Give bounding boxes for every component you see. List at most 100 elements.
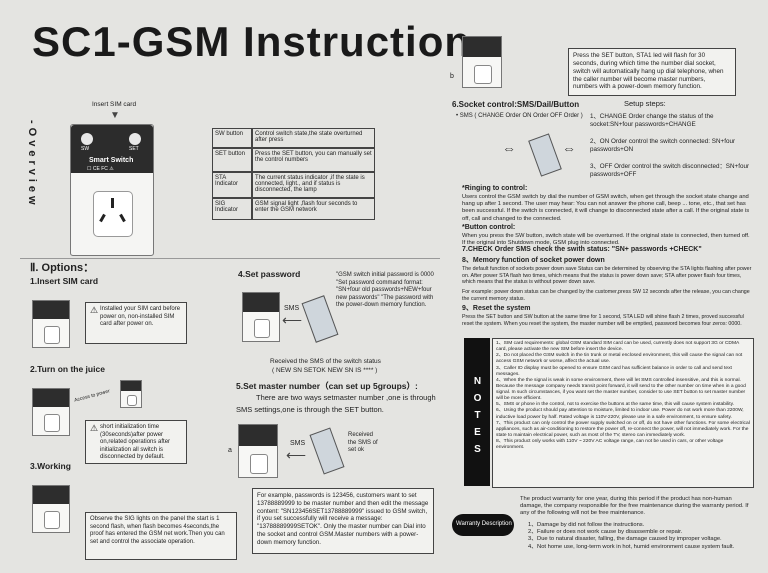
table-row: SIG Indicator GSM signal light ,flash fo… <box>212 198 375 220</box>
notes-box: 1、SIM card requirements: global GSM stan… <box>492 338 754 488</box>
set-password-heading: 4.Set password <box>238 269 301 279</box>
table-desc: Press the SET button, you can manually s… <box>252 148 375 172</box>
note-item: 6、Using the product should pay attention… <box>496 408 744 420</box>
master-heading: 5.Set master number（can set up 5groups）: <box>236 381 418 391</box>
note-item: 4、When the the signal is weak in some en… <box>496 377 746 402</box>
step1-heading: 1.Insert SIM card <box>30 276 99 286</box>
device-step2 <box>32 388 70 436</box>
step3-heading: 3.Working <box>30 461 71 471</box>
table-desc: The current status indicator ,if the sta… <box>252 172 375 198</box>
sec6-step3: 3、OFF Order control the switch disconnec… <box>590 163 750 178</box>
overview-label: -Overview <box>26 120 38 209</box>
note-item: 8、This product only works with 110V ~ 22… <box>496 439 724 451</box>
note-item: 5、SMS or phone in the control, not to ex… <box>496 402 735 408</box>
b-text: Press the SET button, STA1 led will flas… <box>573 52 724 91</box>
set-password-text: "GSM switch initial password is 0000 "Se… <box>336 272 434 308</box>
table-desc: GSM signal light ,flash four seconds to … <box>252 198 375 220</box>
arrow-down-icon: ▼ <box>110 110 120 121</box>
step1-note-box: ⚠ Installed your SIM card before power o… <box>85 302 187 344</box>
step2-note-box: ⚠ short initialization time (30seconds)a… <box>85 420 187 464</box>
sec8-text: The default function of sockets power do… <box>462 266 752 286</box>
device-b <box>462 36 502 88</box>
sec7-heading: 7.CHECK Order SMS check the swith status… <box>462 246 702 253</box>
master-receive: Received the SMS of set ok <box>348 432 378 453</box>
master-text1: There are two ways setmaster number ,one… <box>256 393 436 402</box>
phone-icon <box>309 427 345 475</box>
note-item: 2、Do not placed the GSM switch in the ti… <box>496 353 743 365</box>
warranty-label: Warranty Description <box>456 521 512 527</box>
sec8-heading: 8、Memory function of socket power down <box>462 257 605 264</box>
sms-line: • SMS ( CHANGE Order ON Order OFF Order … <box>456 113 583 119</box>
note-item: 1、SIM card requirements: global GSM stan… <box>496 341 740 353</box>
arrow-left-icon: ⟵ <box>286 447 307 463</box>
warranty-badge: Warranty Description <box>452 514 514 536</box>
ringing-text: Users control the GSM switch by dial the… <box>462 194 750 222</box>
sms-label: SMS <box>284 305 300 312</box>
step2-note: short initialization time (30seconds)aft… <box>100 424 171 460</box>
device-master <box>238 424 278 478</box>
step1-note: Installed your SIM card before power on,… <box>100 306 181 327</box>
setup-steps-label: Setup steps: <box>624 99 666 108</box>
sec6-heading: 6.Socket control:SMS/Dail/Button <box>452 100 580 109</box>
device-brand: Smart Switch <box>89 157 134 164</box>
master-example-box: For example, passwords is 123456, custom… <box>252 488 434 554</box>
warning-icon: ⚠ <box>90 423 99 433</box>
sec6-step1: 1、CHANGE Order change the status of the … <box>590 113 714 128</box>
warranty-item: 3、Due to natural disaster, falling, the … <box>528 536 722 543</box>
sec8-text2: For example: power down status can be ch… <box>462 289 750 302</box>
device-set-label: SET <box>129 146 139 152</box>
warranty-item: 4、Not home use, long-term work in hot, h… <box>528 543 735 550</box>
set-button-icon <box>129 133 141 145</box>
warranty-intro: The product warranty for one year, durin… <box>520 496 749 517</box>
button-text: When you press the SW button, switch sta… <box>462 233 750 247</box>
master-sms-label: SMS <box>290 440 306 447</box>
b-text-box: Press the SET button, STA1 led will flas… <box>568 48 736 96</box>
note-item: 7、This product can only control the powe… <box>496 420 750 438</box>
notes-list: 1、SIM card requirements: global GSM stan… <box>496 341 750 451</box>
insert-sim-label: Insert SIM card <box>92 101 137 108</box>
divider <box>20 258 440 259</box>
device-large: SW SET Smart Switch ☐ CE FC ⚠ <box>70 124 154 256</box>
note-item: 3、Caller ID display must be opened to en… <box>496 365 732 377</box>
arrow-both-icon: ⇔ <box>562 140 576 156</box>
device-step1 <box>32 300 70 348</box>
table-key: SW button <box>212 128 252 148</box>
device-step2b <box>120 380 142 408</box>
table-desc: Control switch state,the state overturne… <box>252 128 375 148</box>
socket-outlet-icon <box>93 191 133 237</box>
phone-icon <box>528 133 562 177</box>
device-sw-label: SW <box>81 146 90 152</box>
arrow-left-icon: ⟵ <box>282 312 303 328</box>
phone-icon <box>301 295 339 343</box>
step3-note: Observe the SIG lights on the panel the … <box>90 516 225 545</box>
warning-icon: ⚠ <box>90 305 99 315</box>
sec9-text: Press the SET button and SW button at th… <box>462 314 744 327</box>
table-key: STA Indicator <box>212 172 252 198</box>
button-heading: *Button control: <box>462 224 516 231</box>
device-password <box>242 292 280 342</box>
b-label: b <box>450 73 454 80</box>
device-step3 <box>32 485 70 533</box>
overview-table: SW button Control switch state,the state… <box>212 128 375 220</box>
sec6-step2: 2、ON Order control the switch connected:… <box>590 138 736 153</box>
notes-label: NOTES <box>472 376 483 461</box>
table-key: SET button <box>212 148 252 172</box>
page-title: SC1-GSM Instruction <box>32 18 472 65</box>
device-marks: ☐ CE FC ⚠ <box>87 166 114 172</box>
options-heading: Ⅱ. Options： <box>30 262 95 274</box>
arrow-both-icon: ⇔ <box>502 140 516 156</box>
master-example: For example, passwords is 123456, custom… <box>257 492 429 546</box>
sec9-heading: 9、Reset the system <box>462 305 531 312</box>
sw-button-icon <box>81 133 93 145</box>
received-cmd: ( NEW SN SETOK NEW SN IS **** ) <box>272 367 378 374</box>
table-key: SIG Indicator <box>212 198 252 220</box>
step3-note-box: Observe the SIG lights on the panel the … <box>85 512 237 560</box>
received-label: Received the SMS of the switch status <box>270 358 381 365</box>
warranty-list: 1、Damage by did not follow the instructi… <box>528 522 754 551</box>
table-row: STA Indicator The current status indicat… <box>212 172 375 198</box>
table-row: SW button Control switch state,the state… <box>212 128 375 148</box>
table-row: SET button Press the SET button, you can… <box>212 148 375 172</box>
master-text2: SMS settings,one is through the SET butt… <box>236 405 384 414</box>
step2-heading: 2.Turn on the juice <box>30 364 105 374</box>
